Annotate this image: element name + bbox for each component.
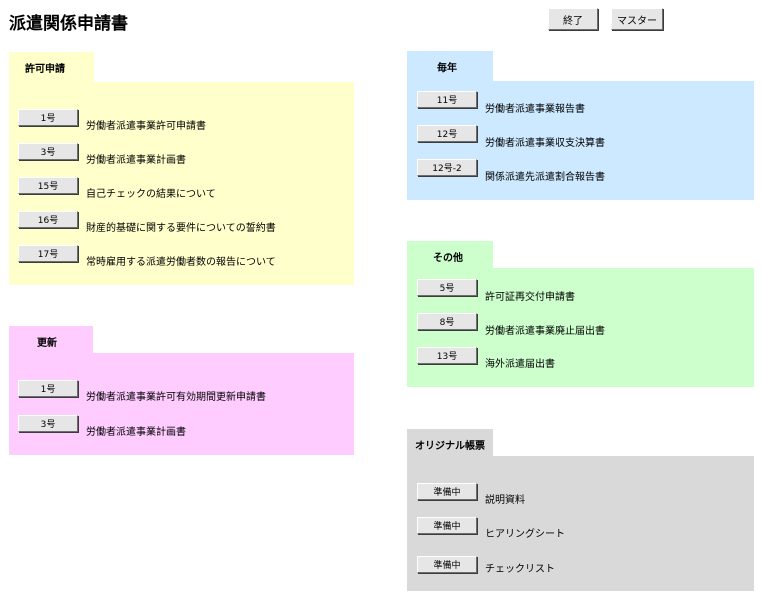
maitoshi-12-label: 労働者派遣事業収支決算書 [485,138,605,149]
kyoka-17-label: 常時雇用する派遣労働者数の報告について [86,257,276,268]
kyoka-3-button[interactable]: 3号 [18,143,78,160]
tab-kyoka: 許可申請 [9,52,94,82]
panel-maitoshi: 11号 労働者派遣事業報告書 12号 労働者派遣事業収支決算書 12号-2 関係… [407,81,754,200]
sonota-5-button[interactable]: 5号 [417,279,477,296]
page-title: 派遣関係申請書 [9,14,128,34]
original-checklist-label: チェックリスト [485,564,555,575]
tab-koshin: 更新 [9,326,93,356]
maitoshi-12-2-button[interactable]: 12号-2 [417,159,477,176]
tab-maitoshi: 毎年 [407,51,493,81]
koshin-1-button[interactable]: 1号 [18,380,78,397]
kyoka-3-label: 労働者派遣事業計画書 [86,155,186,166]
sonota-5-label: 許可証再交付申請書 [485,292,575,303]
sonota-13-button[interactable]: 13号 [417,347,477,364]
sonota-13-label: 海外派遣届出書 [485,359,555,370]
maitoshi-11-label: 労働者派遣事業報告書 [485,104,585,115]
kyoka-1-button[interactable]: 1号 [18,109,78,126]
panel-kyoka: 1号 労働者派遣事業許可申請書 3号 労働者派遣事業計画書 15号 自己チェック… [9,82,354,285]
maitoshi-12-2-label: 関係派遣先派遣割合報告書 [485,172,605,183]
maitoshi-11-button[interactable]: 11号 [417,91,477,108]
master-button[interactable]: マスター [611,8,663,30]
panel-sonota: 5号 許可証再交付申請書 8号 労働者派遣事業廃止届出書 13号 海外派遣届出書 [407,268,754,387]
tab-sonota: その他 [407,241,493,271]
tab-original: オリジナル帳票 [407,429,493,459]
kyoka-16-label: 財産的基礎に関する要件についての誓約書 [86,223,276,234]
original-hearing-label: ヒアリングシート [485,529,565,540]
kyoka-15-label: 自己チェックの結果について [86,189,216,200]
kyoka-17-button[interactable]: 17号 [18,245,78,262]
original-checklist-button[interactable]: 準備中 [417,556,477,573]
koshin-1-label: 労働者派遣事業許可有効期間更新申請書 [86,392,266,403]
exit-button[interactable]: 終了 [548,8,598,30]
panel-koshin: 1号 労働者派遣事業許可有効期間更新申請書 3号 労働者派遣事業計画書 [9,353,354,455]
maitoshi-12-button[interactable]: 12号 [417,125,477,142]
sonota-8-label: 労働者派遣事業廃止届出書 [485,326,605,337]
kyoka-1-label: 労働者派遣事業許可申請書 [86,121,206,132]
sonota-8-button[interactable]: 8号 [417,313,477,330]
kyoka-15-button[interactable]: 15号 [18,177,78,194]
panel-original: 準備中 説明資料 準備中 ヒアリングシート 準備中 チェックリスト [407,456,754,591]
original-setsumei-button[interactable]: 準備中 [417,483,477,500]
original-setsumei-label: 説明資料 [485,495,525,506]
koshin-3-label: 労働者派遣事業計画書 [86,427,186,438]
kyoka-16-button[interactable]: 16号 [18,211,78,228]
koshin-3-button[interactable]: 3号 [18,415,78,432]
original-hearing-button[interactable]: 準備中 [417,517,477,534]
